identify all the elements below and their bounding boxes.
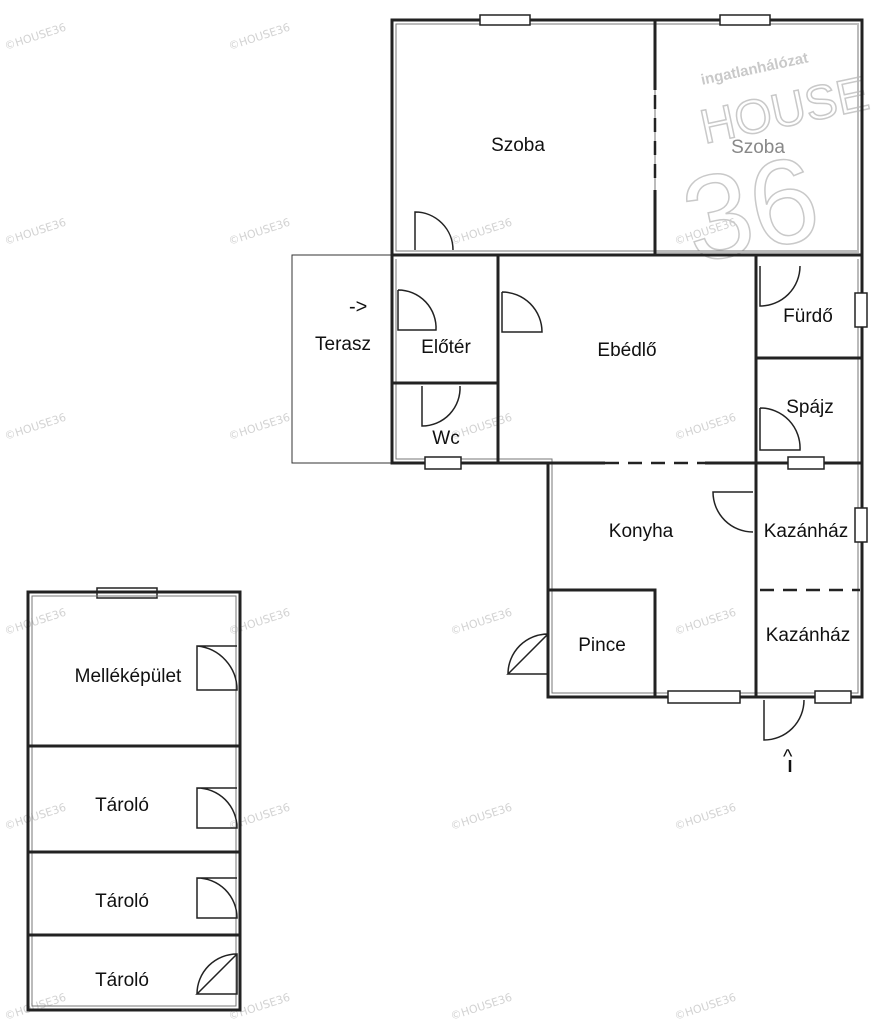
watermark: ©HOUSE36	[227, 411, 292, 443]
entrance-arrow-bottom: ^	[783, 746, 793, 768]
watermark: ©HOUSE36	[227, 216, 292, 248]
room-label-tarolo: Tároló	[95, 970, 149, 991]
watermark: ©HOUSE36	[673, 411, 738, 443]
window	[667, 690, 741, 704]
room-label-furdo: Fürdő	[783, 306, 833, 327]
watermark: ©HOUSE36	[227, 991, 292, 1023]
door	[196, 787, 238, 829]
door	[763, 699, 805, 741]
window	[787, 456, 825, 470]
door	[712, 491, 754, 533]
watermark: ©HOUSE36	[3, 216, 68, 248]
watermark: ©HOUSE36	[3, 991, 68, 1023]
outbuilding-walls	[26, 590, 242, 1012]
room-label-tarolo: Tároló	[95, 795, 149, 816]
watermark: ©HOUSE36	[3, 801, 68, 833]
watermark: ©HOUSE36	[227, 606, 292, 638]
window	[719, 14, 771, 26]
window	[424, 456, 462, 470]
logo-digits: 36	[672, 130, 830, 289]
door	[759, 407, 801, 451]
room-label-wc: Wc	[432, 428, 459, 449]
watermark: ©HOUSE36	[673, 606, 738, 638]
door	[501, 291, 543, 333]
room-label-spajz: Spájz	[786, 397, 834, 418]
room-label-szoba: Szoba	[491, 135, 545, 156]
room-label-ebedlo: Ebédlő	[597, 340, 656, 361]
door	[506, 633, 549, 675]
room-label-szoba: Szoba	[731, 137, 785, 158]
watermark: ©HOUSE36	[673, 801, 738, 833]
watermark: ©HOUSE36	[449, 991, 514, 1023]
watermark: ©HOUSE36	[3, 21, 68, 53]
door	[195, 953, 238, 995]
room-label-kazanhaz: Kazánház	[764, 521, 849, 542]
terrace-outline	[291, 254, 393, 464]
door	[196, 877, 238, 919]
window	[814, 690, 852, 704]
watermark: ©HOUSE36	[449, 801, 514, 833]
room-label-pince: Pince	[578, 635, 626, 656]
interior-walls	[392, 20, 862, 697]
watermark: ©HOUSE36	[3, 606, 68, 638]
room-label-eloter: Előtér	[421, 337, 471, 358]
window	[479, 14, 531, 26]
watermark: ©HOUSE36	[673, 991, 738, 1023]
entrance-arrow-terrace: ->	[349, 296, 367, 318]
window	[854, 507, 868, 543]
room-label-terasz: Terasz	[315, 334, 371, 355]
watermark: ©HOUSE36	[227, 21, 292, 53]
room-label-kazanhaz: Kazánház	[766, 625, 851, 646]
door	[397, 289, 437, 331]
doors	[397, 211, 805, 741]
door	[421, 385, 461, 427]
watermark: ©HOUSE36	[449, 606, 514, 638]
watermark: ©HOUSE36	[3, 411, 68, 443]
window	[854, 292, 868, 328]
room-labels: Szoba Szoba Terasz Előtér Wc Ebédlő Fürd…	[75, 135, 851, 991]
door	[414, 211, 454, 251]
room-label-tarolo: Tároló	[95, 891, 149, 912]
main-house-walls	[390, 18, 864, 699]
door	[196, 645, 238, 691]
watermark: ©HOUSE36	[449, 216, 514, 248]
door	[759, 265, 801, 307]
room-label-konyha: Konyha	[609, 521, 674, 542]
room-label-mellekepulet: Melléképület	[75, 666, 182, 687]
